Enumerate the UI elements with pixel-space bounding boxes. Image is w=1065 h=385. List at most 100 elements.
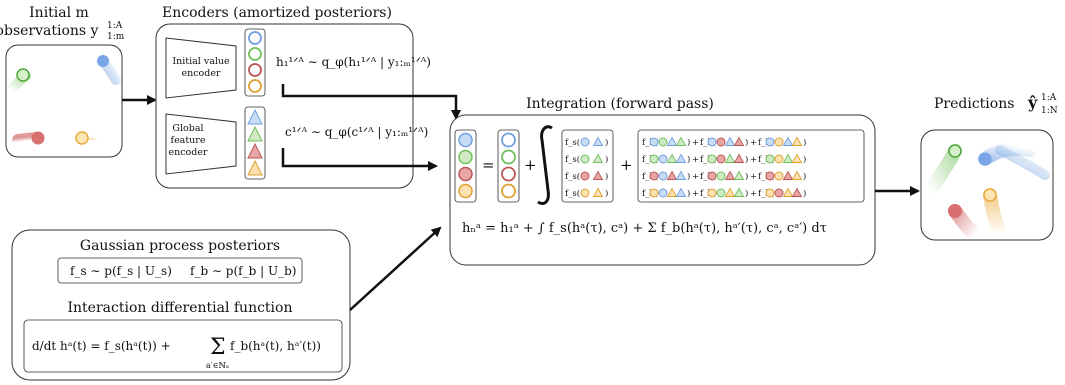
eq-equals: = [482, 156, 495, 174]
h-yellow-circle [248, 79, 262, 93]
fb-plus: + [750, 189, 757, 199]
fs-term-label: f_s( [565, 171, 580, 182]
fb-self-triangle [782, 136, 794, 146]
initial-value-encoder-shape [165, 37, 237, 99]
predictions-panel [920, 129, 1054, 242]
integration-equation: hₙᵃ = h₁ᵃ + ∫ f_s(hᵃ(τ), cᵃ) + Σ f_b(hᵃ(… [462, 221, 827, 236]
global-feature-encoder: Global feature encoder [165, 113, 237, 175]
fb-block-box [637, 129, 865, 203]
fb-other-triangle [675, 153, 687, 163]
initial-value-encoder-label-1: Initial value [172, 56, 230, 67]
fb-row: f_b()+f_b()+f_b() [642, 136, 806, 148]
fb-other-triangle [733, 136, 745, 146]
fb-self-circle [765, 171, 775, 181]
fb-self-triangle [724, 136, 736, 146]
gp-title: Gaussian process posteriors [80, 238, 280, 254]
h-latent-column [244, 28, 266, 97]
fs-circle [580, 188, 590, 198]
fb-row: f_b()+f_b()+f_b() [642, 187, 806, 199]
fs-column-box [561, 129, 614, 203]
fb-other-circle [774, 171, 784, 181]
integration-h1-column [497, 129, 520, 203]
yellow-ball [75, 131, 89, 145]
integration-title: Integration (forward pass) [526, 96, 714, 112]
fs-close: ) [605, 171, 608, 182]
interaction-sum-sub: a′∈ℕₐ [206, 361, 229, 370]
h1-blue [501, 132, 516, 148]
initial-obs-sub: 1:m [107, 32, 125, 42]
fs-close: ) [605, 137, 608, 148]
initial-observations-label: Initial m observations y 1:m 1:A [0, 5, 125, 42]
initial-obs-sup: 1:A [107, 21, 123, 31]
fb-other-triangle [733, 153, 745, 163]
pred-blue-trail-2 [995, 145, 1050, 180]
arrow-gp-to-integration [349, 226, 442, 311]
fb-other-triangle [675, 170, 687, 180]
pred-yellow-ball [983, 188, 997, 202]
fb-other-triangle [733, 187, 745, 197]
green-ball [16, 68, 30, 82]
fb-self-triangle [782, 170, 794, 180]
pred-blue-ball [978, 152, 992, 166]
fb-other-circle [716, 154, 726, 164]
fb-rows: f_b()+f_b()+f_b()f_b()+f_b()+f_b()f_b()+… [642, 136, 806, 199]
fs-triangle [592, 187, 604, 197]
fb-self-triangle [666, 136, 678, 146]
lhs-green [458, 149, 473, 165]
fb-self-triangle [724, 187, 736, 197]
fb-plus: + [750, 155, 757, 165]
fs-circle [580, 154, 590, 164]
fb-other-triangle [733, 170, 745, 180]
fb-self-circle [707, 154, 717, 164]
fb-plus: + [750, 172, 757, 182]
fs-row: f_s() [565, 170, 608, 182]
fb-close: ) [803, 171, 806, 182]
fb-plus: + [692, 155, 699, 165]
initial-value-encoder: Initial value encoder [165, 37, 237, 99]
initial-obs-line1: Initial m [29, 5, 89, 21]
gp-fb-formula: f_b ∼ p(f_b | U_b) [190, 264, 296, 278]
global-feature-encoder-label-1: Global [172, 123, 203, 134]
fb-self-triangle [666, 187, 678, 197]
predictions-sym: ŷ [1027, 93, 1038, 112]
integral-sign [537, 125, 553, 205]
initial-observations-panel [5, 44, 123, 158]
eq-plus-1: + [524, 156, 537, 174]
interaction-formula-box [23, 319, 343, 373]
fb-self-circle [707, 171, 717, 181]
fs-term-label: f_s( [565, 154, 580, 165]
fb-plus: + [692, 138, 699, 148]
global-feature-encoder-shape [165, 113, 237, 175]
global-feature-encoder-label-3: encoder [168, 147, 207, 158]
c-green-triangle [247, 125, 263, 142]
fb-close: ) [745, 154, 748, 165]
fb-close: ) [803, 154, 806, 165]
pred-red-ball [948, 204, 962, 218]
fb-other-circle [658, 171, 668, 181]
fb-self-circle [649, 154, 659, 164]
h1-yellow [501, 183, 516, 199]
initial-obs-line2: observations y [0, 23, 99, 39]
arrow-c-to-integration [281, 148, 438, 171]
fb-self-circle [765, 188, 775, 198]
fs-triangle [592, 170, 604, 180]
fs-close: ) [605, 154, 608, 165]
fb-other-circle [716, 188, 726, 198]
fb-self-triangle [666, 153, 678, 163]
global-feature-encoder-label-2: feature [171, 135, 206, 146]
fb-self-circle [649, 137, 659, 147]
predictions-title: Predictions [934, 96, 1014, 112]
fb-close: ) [745, 188, 748, 199]
h-blue-circle [248, 31, 262, 45]
interaction-sum-sign: Σ [210, 335, 226, 360]
fb-self-triangle [782, 187, 794, 197]
fs-row: f_s() [565, 187, 608, 199]
fb-other-triangle [675, 136, 687, 146]
fs-circle [580, 171, 590, 181]
lhs-blue [458, 132, 473, 148]
fs-triangle [592, 153, 604, 163]
predictions-label: Predictions ŷ 1:N 1:A [934, 93, 1058, 116]
fb-self-triangle [724, 153, 736, 163]
fb-self-triangle [724, 170, 736, 180]
fb-close: ) [687, 154, 690, 165]
